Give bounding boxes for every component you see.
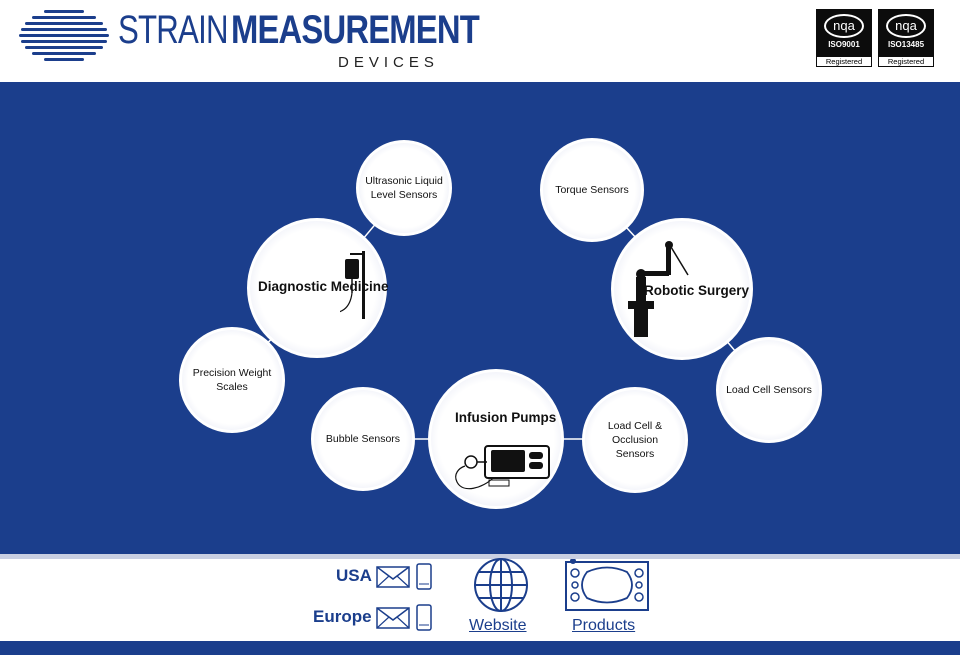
phone-icon[interactable] bbox=[416, 604, 432, 631]
infusion-pumps-hub[interactable]: Infusion Pumps bbox=[428, 369, 564, 509]
brand-subtitle: DEVICES bbox=[338, 54, 439, 71]
brand-name-thin: STRAIN bbox=[118, 8, 229, 52]
applications-panel: Ultrasonic Liquid Level Sensors Precisio… bbox=[0, 82, 960, 554]
iv-bag-icon bbox=[340, 251, 365, 319]
iso-standard: ISO13485 bbox=[887, 40, 925, 49]
bubble-label: Torque Sensors bbox=[555, 184, 629, 196]
website-link[interactable]: Website bbox=[469, 617, 527, 634]
robot-arm-icon bbox=[628, 241, 689, 337]
nqa-mark: nqa bbox=[886, 14, 926, 38]
products-link[interactable]: Products bbox=[572, 617, 636, 634]
bubble-label: Ultrasonic Liquid Level Sensors bbox=[365, 175, 443, 201]
header: STRAIN MEASUREMENT DEVICES nqa ISO9001 R… bbox=[0, 0, 960, 78]
precision-scales-bubble[interactable]: Precision Weight Scales bbox=[179, 327, 285, 433]
usa-label: USA bbox=[336, 566, 372, 585]
brand-name-bold: MEASUREMENT bbox=[230, 8, 480, 52]
logo-icon bbox=[19, 10, 109, 61]
phone-icon[interactable] bbox=[416, 563, 432, 590]
nqa-mark: nqa bbox=[824, 14, 864, 38]
occlusion-sensors-bubble[interactable]: Load Cell & Occlusion Sensors bbox=[582, 387, 688, 493]
iso-status: Registered bbox=[817, 57, 871, 66]
torque-sensors-bubble[interactable]: Torque Sensors bbox=[540, 138, 644, 242]
hub-label: Infusion Pumps bbox=[455, 410, 557, 425]
footer-divider bbox=[0, 554, 960, 559]
bubble-label: Precision Weight Scales bbox=[192, 367, 272, 393]
robotic-surgery-hub[interactable]: Robotic Surgery bbox=[611, 218, 753, 360]
mail-icon[interactable] bbox=[376, 607, 410, 629]
product-icon[interactable] bbox=[565, 559, 649, 611]
footer: USA Europe Website bbox=[0, 557, 960, 641]
infusion-pump-icon bbox=[455, 445, 550, 490]
europe-label: Europe bbox=[313, 607, 372, 626]
bubble-label: Load Cell & Occlusion Sensors bbox=[607, 420, 663, 460]
brand-name: STRAIN MEASUREMENT bbox=[118, 8, 533, 52]
iso9001-badge: nqa ISO9001 Registered bbox=[816, 9, 872, 67]
hub-label: Diagnostic Medicine bbox=[258, 279, 389, 294]
load-cell-sensors-bubble[interactable]: Load Cell Sensors bbox=[716, 337, 822, 443]
bubble-label: Load Cell Sensors bbox=[726, 384, 812, 396]
bubble-sensors-bubble[interactable]: Bubble Sensors bbox=[311, 387, 415, 491]
iso-status: Registered bbox=[879, 57, 933, 66]
hub-label: Robotic Surgery bbox=[644, 283, 750, 298]
diagnostic-medicine-hub[interactable]: Diagnostic Medicine bbox=[247, 218, 389, 358]
mail-icon[interactable] bbox=[376, 566, 410, 588]
iso-standard: ISO9001 bbox=[828, 40, 860, 49]
bottom-bar bbox=[0, 641, 960, 655]
iso13485-badge: nqa ISO13485 Registered bbox=[878, 9, 934, 67]
globe-icon[interactable] bbox=[473, 557, 529, 613]
bubble-label: Bubble Sensors bbox=[325, 433, 401, 445]
ultrasonic-sensors-bubble[interactable]: Ultrasonic Liquid Level Sensors bbox=[356, 140, 452, 236]
